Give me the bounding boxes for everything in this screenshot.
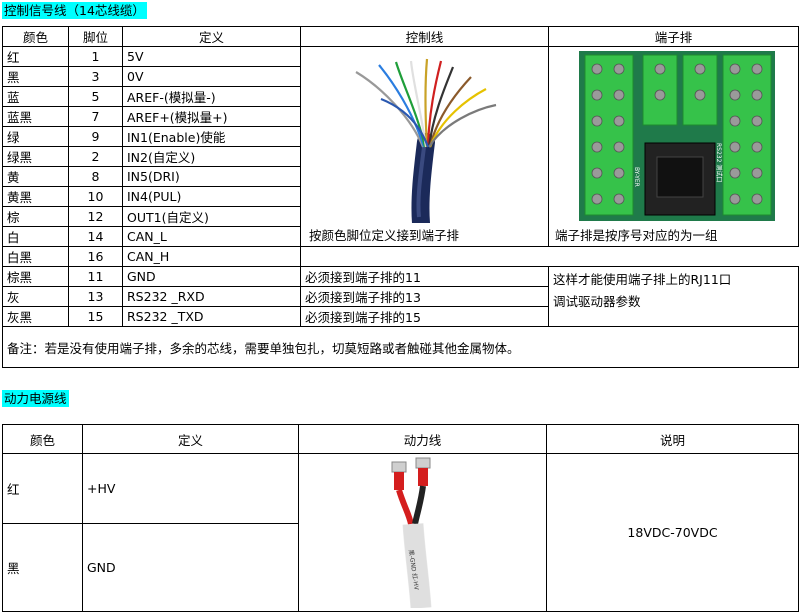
rj11-note: 这样才能使用端子排上的RJ11口 调试驱动器参数: [548, 266, 799, 327]
row-color: 灰黑: [2, 306, 69, 327]
row-def: CAN_L: [122, 226, 301, 247]
power-cable-icon: 黑-GND 红-HV: [391, 457, 432, 609]
power-row-color: 黑: [2, 522, 83, 612]
row-pin: 15: [68, 306, 123, 327]
power-header-description: 说明: [546, 424, 799, 454]
row-color: 棕黑: [2, 266, 69, 287]
row-def: RS232 _RXD: [122, 286, 301, 307]
control-note: 备注：若是没有使用端子排，多余的芯线，需要单独包扎，切莫短路或者触碰其他金属物体…: [2, 326, 799, 368]
row-def: GND: [122, 266, 301, 287]
power-row-def: +HV: [82, 453, 299, 524]
row-pin: 3: [68, 66, 123, 87]
row-pin: 16: [68, 246, 123, 267]
rj11-note-line1: 这样才能使用端子排上的RJ11口: [553, 272, 732, 287]
header-terminal-block: 端子排: [548, 26, 799, 47]
header-pin: 脚位: [68, 26, 123, 47]
row-pin: 1: [68, 46, 123, 67]
terminal-block-icon: BY-YER RS232 测试口: [579, 51, 775, 221]
row-color: 绿黑: [2, 146, 69, 167]
row-color: 黄: [2, 166, 69, 187]
row-pin: 2: [68, 146, 123, 167]
row-def: AREF-(模拟量-): [122, 86, 301, 107]
row-def: IN2(自定义): [122, 146, 301, 167]
row-color: 黑: [2, 66, 69, 87]
header-definition: 定义: [122, 26, 301, 47]
must-connect-13: 必须接到端子排的13: [300, 286, 549, 307]
must-connect-11: 必须接到端子排的11: [300, 266, 549, 287]
row-def: OUT1(自定义): [122, 206, 301, 227]
row-def: 5V: [122, 46, 301, 67]
terminal-block-photo: BY-YER RS232 测试口 端子排是按序号对应的为一组: [548, 46, 799, 247]
power-row-color: 红: [2, 453, 83, 524]
power-header-power-line: 动力线: [298, 424, 547, 454]
row-pin: 12: [68, 206, 123, 227]
rj11-note-line2: 调试驱动器参数: [553, 294, 641, 309]
row-pin: 14: [68, 226, 123, 247]
row-def: IN5(DRI): [122, 166, 301, 187]
header-control-line: 控制线: [300, 26, 549, 47]
control-cable-icon: [355, 58, 497, 223]
terminal-caption: 端子排是按序号对应的为一组: [555, 228, 718, 243]
control-signal-table: 颜色 脚位 定义 控制线 端子排 红 1 5V: [2, 26, 799, 368]
board-label-1: BY-YER: [633, 167, 640, 187]
row-def: IN4(PUL): [122, 186, 301, 207]
row-pin: 9: [68, 126, 123, 147]
row-def: RS232 _TXD: [122, 306, 301, 327]
row-def: IN1(Enable)使能: [122, 126, 301, 147]
row-pin: 7: [68, 106, 123, 127]
row-color: 白黑: [2, 246, 69, 267]
control-section-title: 控制信号线（14芯线缆）: [2, 2, 147, 19]
power-cable-photo: 黑-GND 红-HV: [298, 453, 547, 612]
board-label-2: RS232 测试口: [715, 143, 723, 182]
power-row-def: GND: [82, 522, 299, 612]
row-def: CAN_H: [122, 246, 301, 267]
row-pin: 8: [68, 166, 123, 187]
row-color: 绿: [2, 126, 69, 147]
control-line-caption: 按颜色脚位定义接到端子排: [309, 228, 460, 243]
power-section-title: 动力电源线: [2, 390, 69, 407]
row-def: AREF+(模拟量+): [122, 106, 301, 127]
row-color: 灰: [2, 286, 69, 307]
power-spec: 18VDC-70VDC: [546, 453, 799, 612]
row-color: 白: [2, 226, 69, 247]
row-color: 蓝: [2, 86, 69, 107]
row-color: 棕: [2, 206, 69, 227]
row-pin: 10: [68, 186, 123, 207]
row-color: 蓝黑: [2, 106, 69, 127]
row-pin: 11: [68, 266, 123, 287]
must-connect-15: 必须接到端子排的15: [300, 306, 549, 327]
header-color: 颜色: [2, 26, 69, 47]
power-header-definition: 定义: [82, 424, 299, 454]
power-header-color: 颜色: [2, 424, 83, 454]
control-cable-photo: 按颜色脚位定义接到端子排: [300, 46, 549, 247]
row-color: 黄黑: [2, 186, 69, 207]
row-def: 0V: [122, 66, 301, 87]
row-color: 红: [2, 46, 69, 67]
row-pin: 13: [68, 286, 123, 307]
row-pin: 5: [68, 86, 123, 107]
power-cable-table: 颜色 定义 动力线 说明 红 +HV 黑-GND 红-HV 18VDC-70VD…: [2, 424, 799, 612]
